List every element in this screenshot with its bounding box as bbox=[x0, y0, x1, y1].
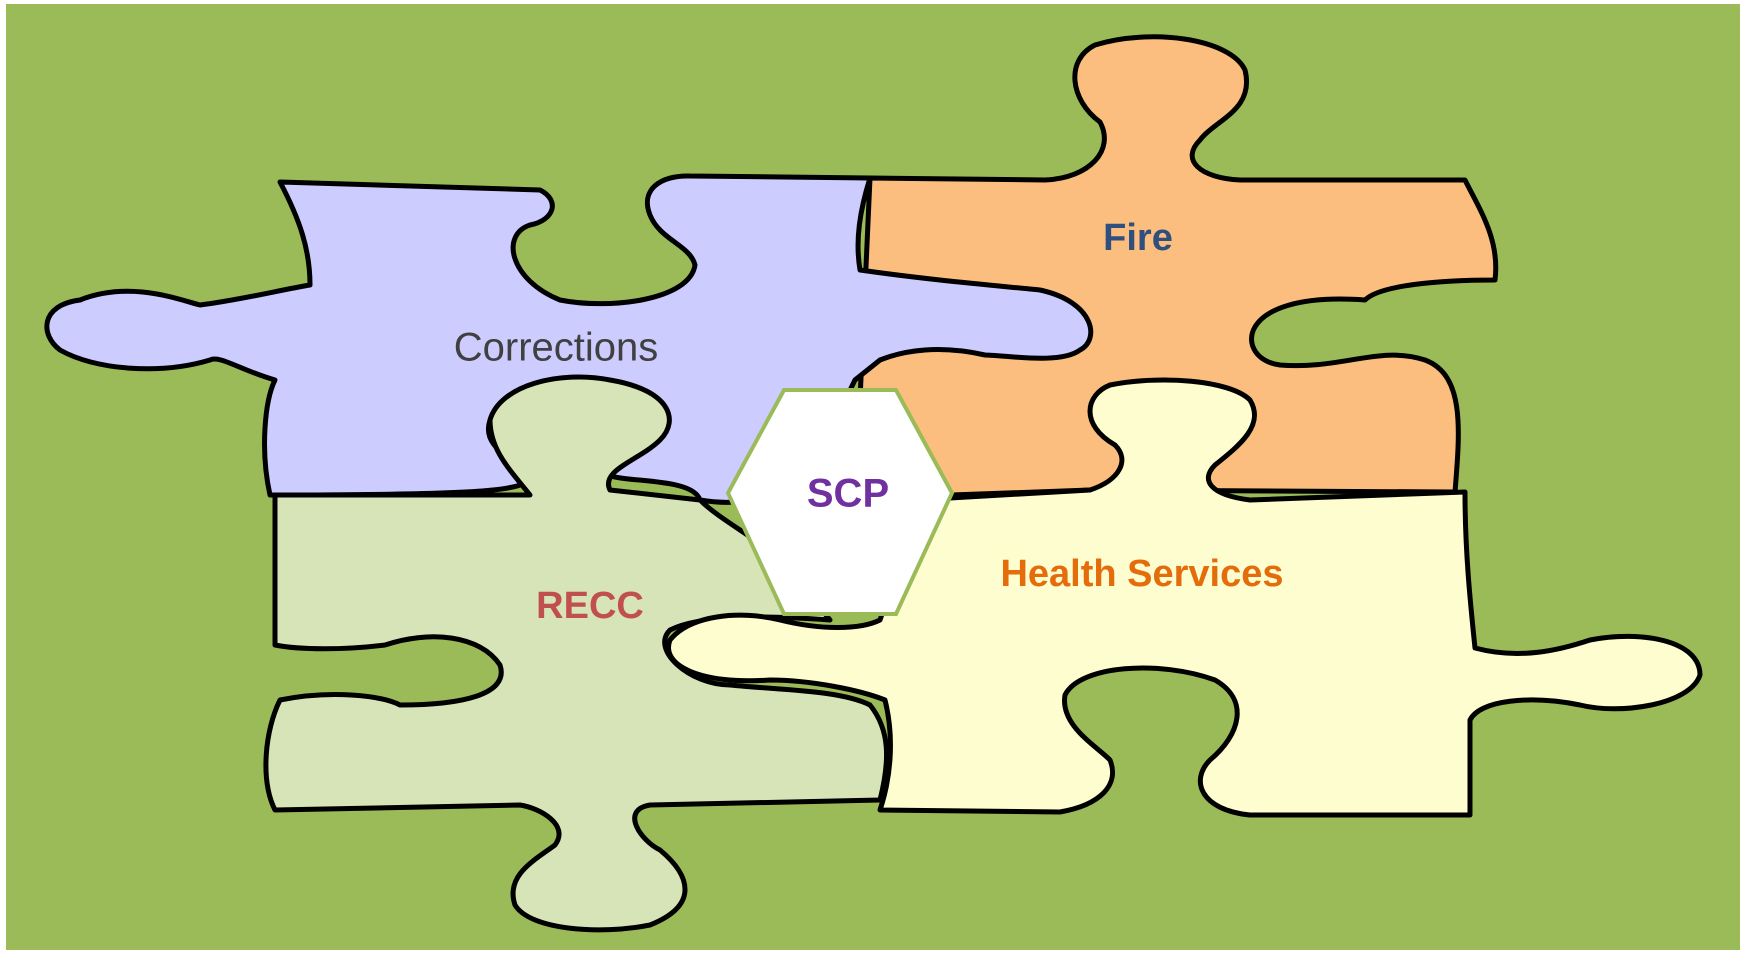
corrections-label: Corrections bbox=[454, 326, 659, 370]
recc-label: RECC bbox=[536, 585, 644, 627]
scp-hexagon bbox=[725, 388, 955, 616]
fire-label: Fire bbox=[1103, 217, 1173, 259]
recc-puzzle-piece bbox=[263, 374, 889, 933]
health-services-puzzle-piece bbox=[666, 377, 1703, 818]
scp-label: SCP bbox=[807, 472, 889, 516]
fire-puzzle-piece bbox=[857, 34, 1499, 501]
health-services-label: Health Services bbox=[1000, 553, 1283, 595]
